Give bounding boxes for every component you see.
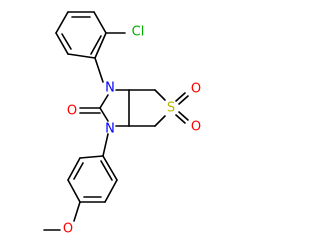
bond — [67, 157, 81, 181]
nitrogen-label-top: N — [105, 81, 115, 96]
bond — [67, 179, 81, 203]
sulfolane-ring — [128, 89, 189, 127]
bond — [67, 53, 96, 59]
bond — [100, 160, 113, 181]
bond — [154, 89, 166, 101]
bond — [104, 179, 118, 203]
carbonyl-oxygen-label: O — [67, 104, 77, 119]
bond — [79, 155, 104, 159]
sulfonyl-oxygen-label-1: O — [191, 82, 201, 97]
methoxyphenyl-ring — [67, 155, 118, 203]
bond — [93, 11, 107, 34]
nitrogen-label-bottom: N — [105, 122, 115, 137]
sulfonyl-oxygen-label-2: O — [191, 120, 201, 135]
bond — [94, 57, 104, 83]
bond — [154, 115, 166, 127]
bond — [102, 155, 118, 181]
bond — [94, 32, 107, 59]
sulfur-label: S — [167, 101, 175, 116]
bond — [73, 201, 81, 222]
bond — [99, 107, 109, 122]
chlorine-label: Cl — [132, 25, 145, 40]
bond — [99, 94, 109, 109]
imidazolidinone-ring — [99, 89, 130, 127]
bond — [55, 32, 69, 55]
bond — [178, 111, 189, 121]
bond — [90, 35, 102, 55]
bond — [73, 162, 84, 180]
bond — [175, 92, 186, 102]
methoxy-oxygen-label: O — [63, 222, 73, 237]
bond — [175, 114, 186, 124]
bond — [102, 133, 109, 157]
molecule-structure: Cl N O N S O O O — [43, 11, 201, 237]
bond — [61, 33, 72, 50]
bond — [55, 11, 69, 34]
bond — [178, 95, 189, 105]
chlorophenyl-ring — [55, 11, 126, 59]
